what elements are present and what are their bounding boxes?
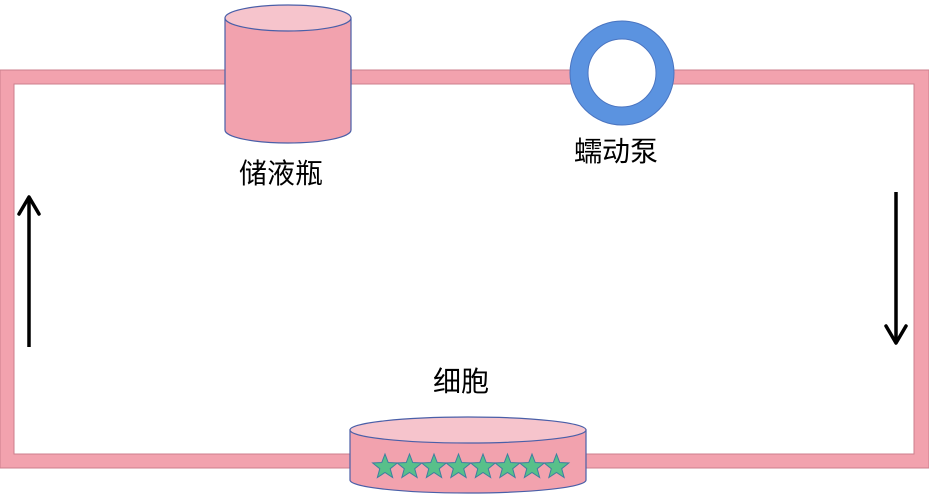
cell-star [395,452,424,479]
cell-star [542,452,571,479]
cell-star [420,452,448,479]
cell-star [444,452,473,479]
cell-star [518,452,546,479]
pump-label: 蠕动泵 [574,135,659,168]
cell-dish [349,416,587,494]
reservoir-bottle [224,4,352,144]
tubing-loop [0,69,929,469]
cell-star [493,452,522,479]
cell-star [371,452,399,479]
reservoir-label: 储液瓶 [239,157,324,190]
peristaltic-pump [569,20,675,126]
cells-label: 细胞 [433,365,490,398]
flow-arrow-down [884,192,908,345]
flow-arrow-up [17,195,41,347]
cells [371,452,571,479]
cell-star [469,452,497,479]
